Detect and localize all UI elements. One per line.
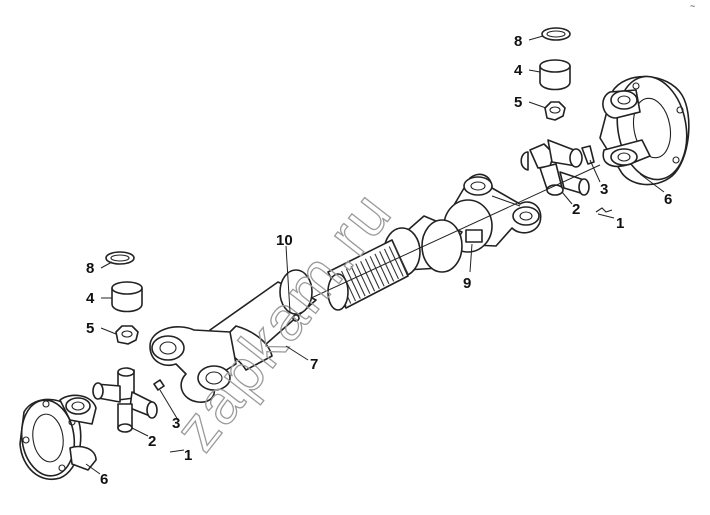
spline-tooth <box>364 258 380 290</box>
corner-mark: ~ <box>690 1 695 11</box>
callout-left-spider: 2 <box>148 433 156 450</box>
left-tube-yoke <box>149 326 237 403</box>
splined-shaft <box>327 239 409 311</box>
callout-labels: 8 4 5 6 3 2 1 9 10 8 4 5 7 2 3 1 6 <box>86 33 672 488</box>
right-grease-nipple <box>581 145 595 165</box>
callout-right-grease-nipple: 3 <box>600 181 608 198</box>
spline-tooth <box>383 248 399 280</box>
callout-grease-fitting-center: 10 <box>276 232 293 249</box>
right-flange-yoke <box>599 75 690 186</box>
spline-tooth <box>350 265 366 297</box>
right-circlip-small <box>595 207 613 213</box>
callout-top-seal: 5 <box>514 94 522 111</box>
callout-top-bearing-cup: 4 <box>514 62 523 79</box>
spline-tooth <box>360 260 376 292</box>
callout-left-circlip: 8 <box>86 260 94 277</box>
watermark: zapkam.ru <box>161 178 406 464</box>
top-circlip <box>541 27 571 41</box>
callout-left-bearing-cup: 4 <box>86 290 95 307</box>
left-seal <box>115 325 139 345</box>
callout-slip-yoke: 9 <box>463 275 471 292</box>
callout-left-seal: 5 <box>86 320 94 337</box>
spline-tooth <box>369 256 385 287</box>
left-flange-yoke <box>19 394 97 481</box>
spline-tooth <box>374 253 390 285</box>
callout-tube-shaft: 7 <box>310 356 318 373</box>
spline-tooth <box>379 251 395 282</box>
left-spider <box>92 367 158 433</box>
callout-left-grease-nipple: 3 <box>172 415 180 432</box>
callout-top-circlip: 8 <box>514 33 522 50</box>
spline-tooth <box>355 263 371 294</box>
spline-tooth <box>341 270 357 302</box>
left-grease-nipple <box>153 379 165 391</box>
slip-sleeve <box>383 215 463 277</box>
spline-tooth <box>388 246 404 277</box>
callout-left-flange: 6 <box>100 471 108 488</box>
callout-right-spider: 2 <box>572 201 580 218</box>
leader-lines <box>85 35 665 475</box>
callout-right-group: 1 <box>616 215 624 232</box>
right-spider <box>520 139 590 196</box>
left-bearing-cup <box>111 281 143 313</box>
top-bearing-cup <box>539 59 571 91</box>
callout-right-flange: 6 <box>664 191 672 208</box>
top-seal <box>544 101 566 121</box>
spline-tooth <box>393 243 409 275</box>
callout-left-group: 1 <box>184 447 192 464</box>
watermark-text: zapkam.ru <box>162 179 406 464</box>
left-circlip <box>105 251 135 265</box>
spline-tooth <box>345 268 361 299</box>
